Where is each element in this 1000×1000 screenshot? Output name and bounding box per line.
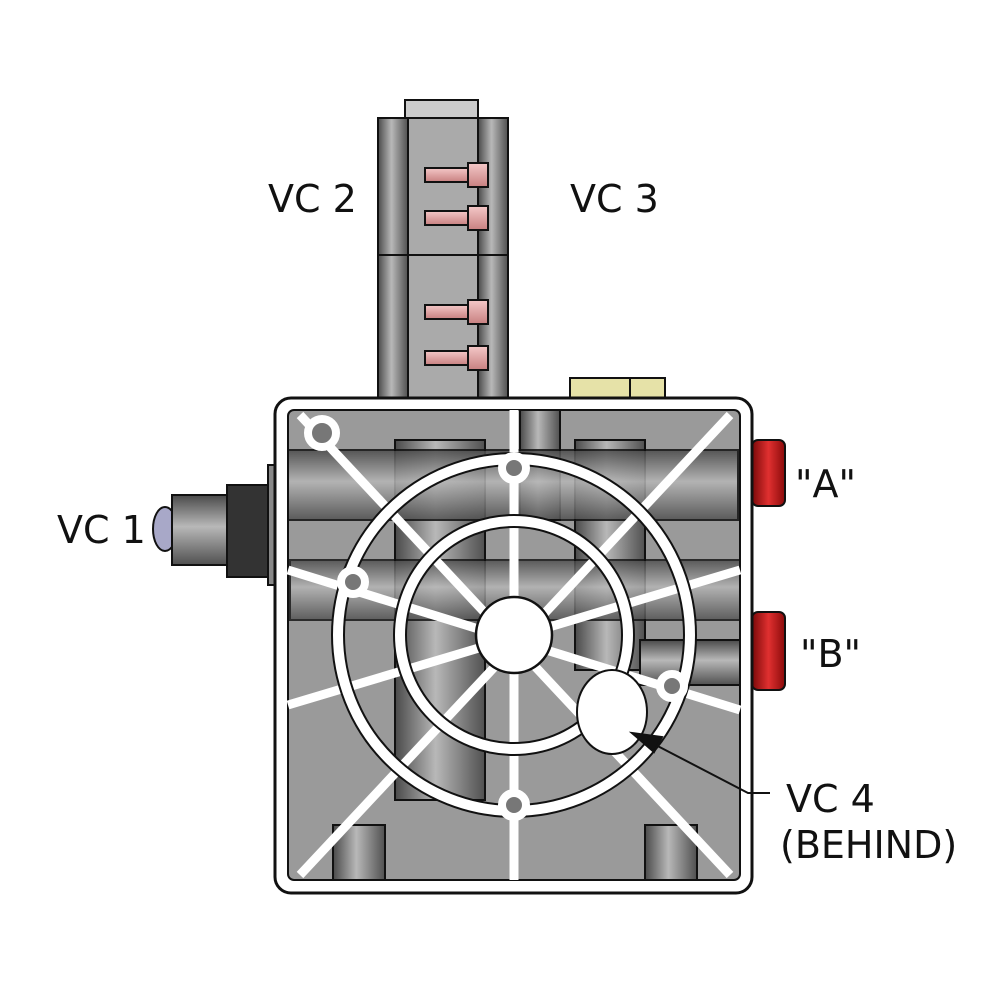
label-vc4-note: (BEHIND) [780, 823, 958, 867]
label-vc1: VC 1 [57, 508, 146, 552]
label-vc3: VC 3 [570, 177, 659, 221]
label-vc2: VC 2 [268, 177, 357, 221]
top-valve-stack [377, 99, 509, 401]
label-port-a: "A" [795, 462, 856, 506]
label-vc4: VC 4 [786, 777, 875, 821]
bolt-icons [424, 162, 489, 371]
hex-nut [569, 377, 666, 401]
mounting-holes [304, 415, 688, 821]
vc1-fitting [152, 464, 279, 586]
label-port-b: "B" [800, 632, 862, 676]
port-b-fitting [751, 611, 786, 691]
vc4-leader-line [628, 731, 770, 794]
port-a-fitting [751, 439, 786, 507]
valve-body [273, 396, 754, 895]
